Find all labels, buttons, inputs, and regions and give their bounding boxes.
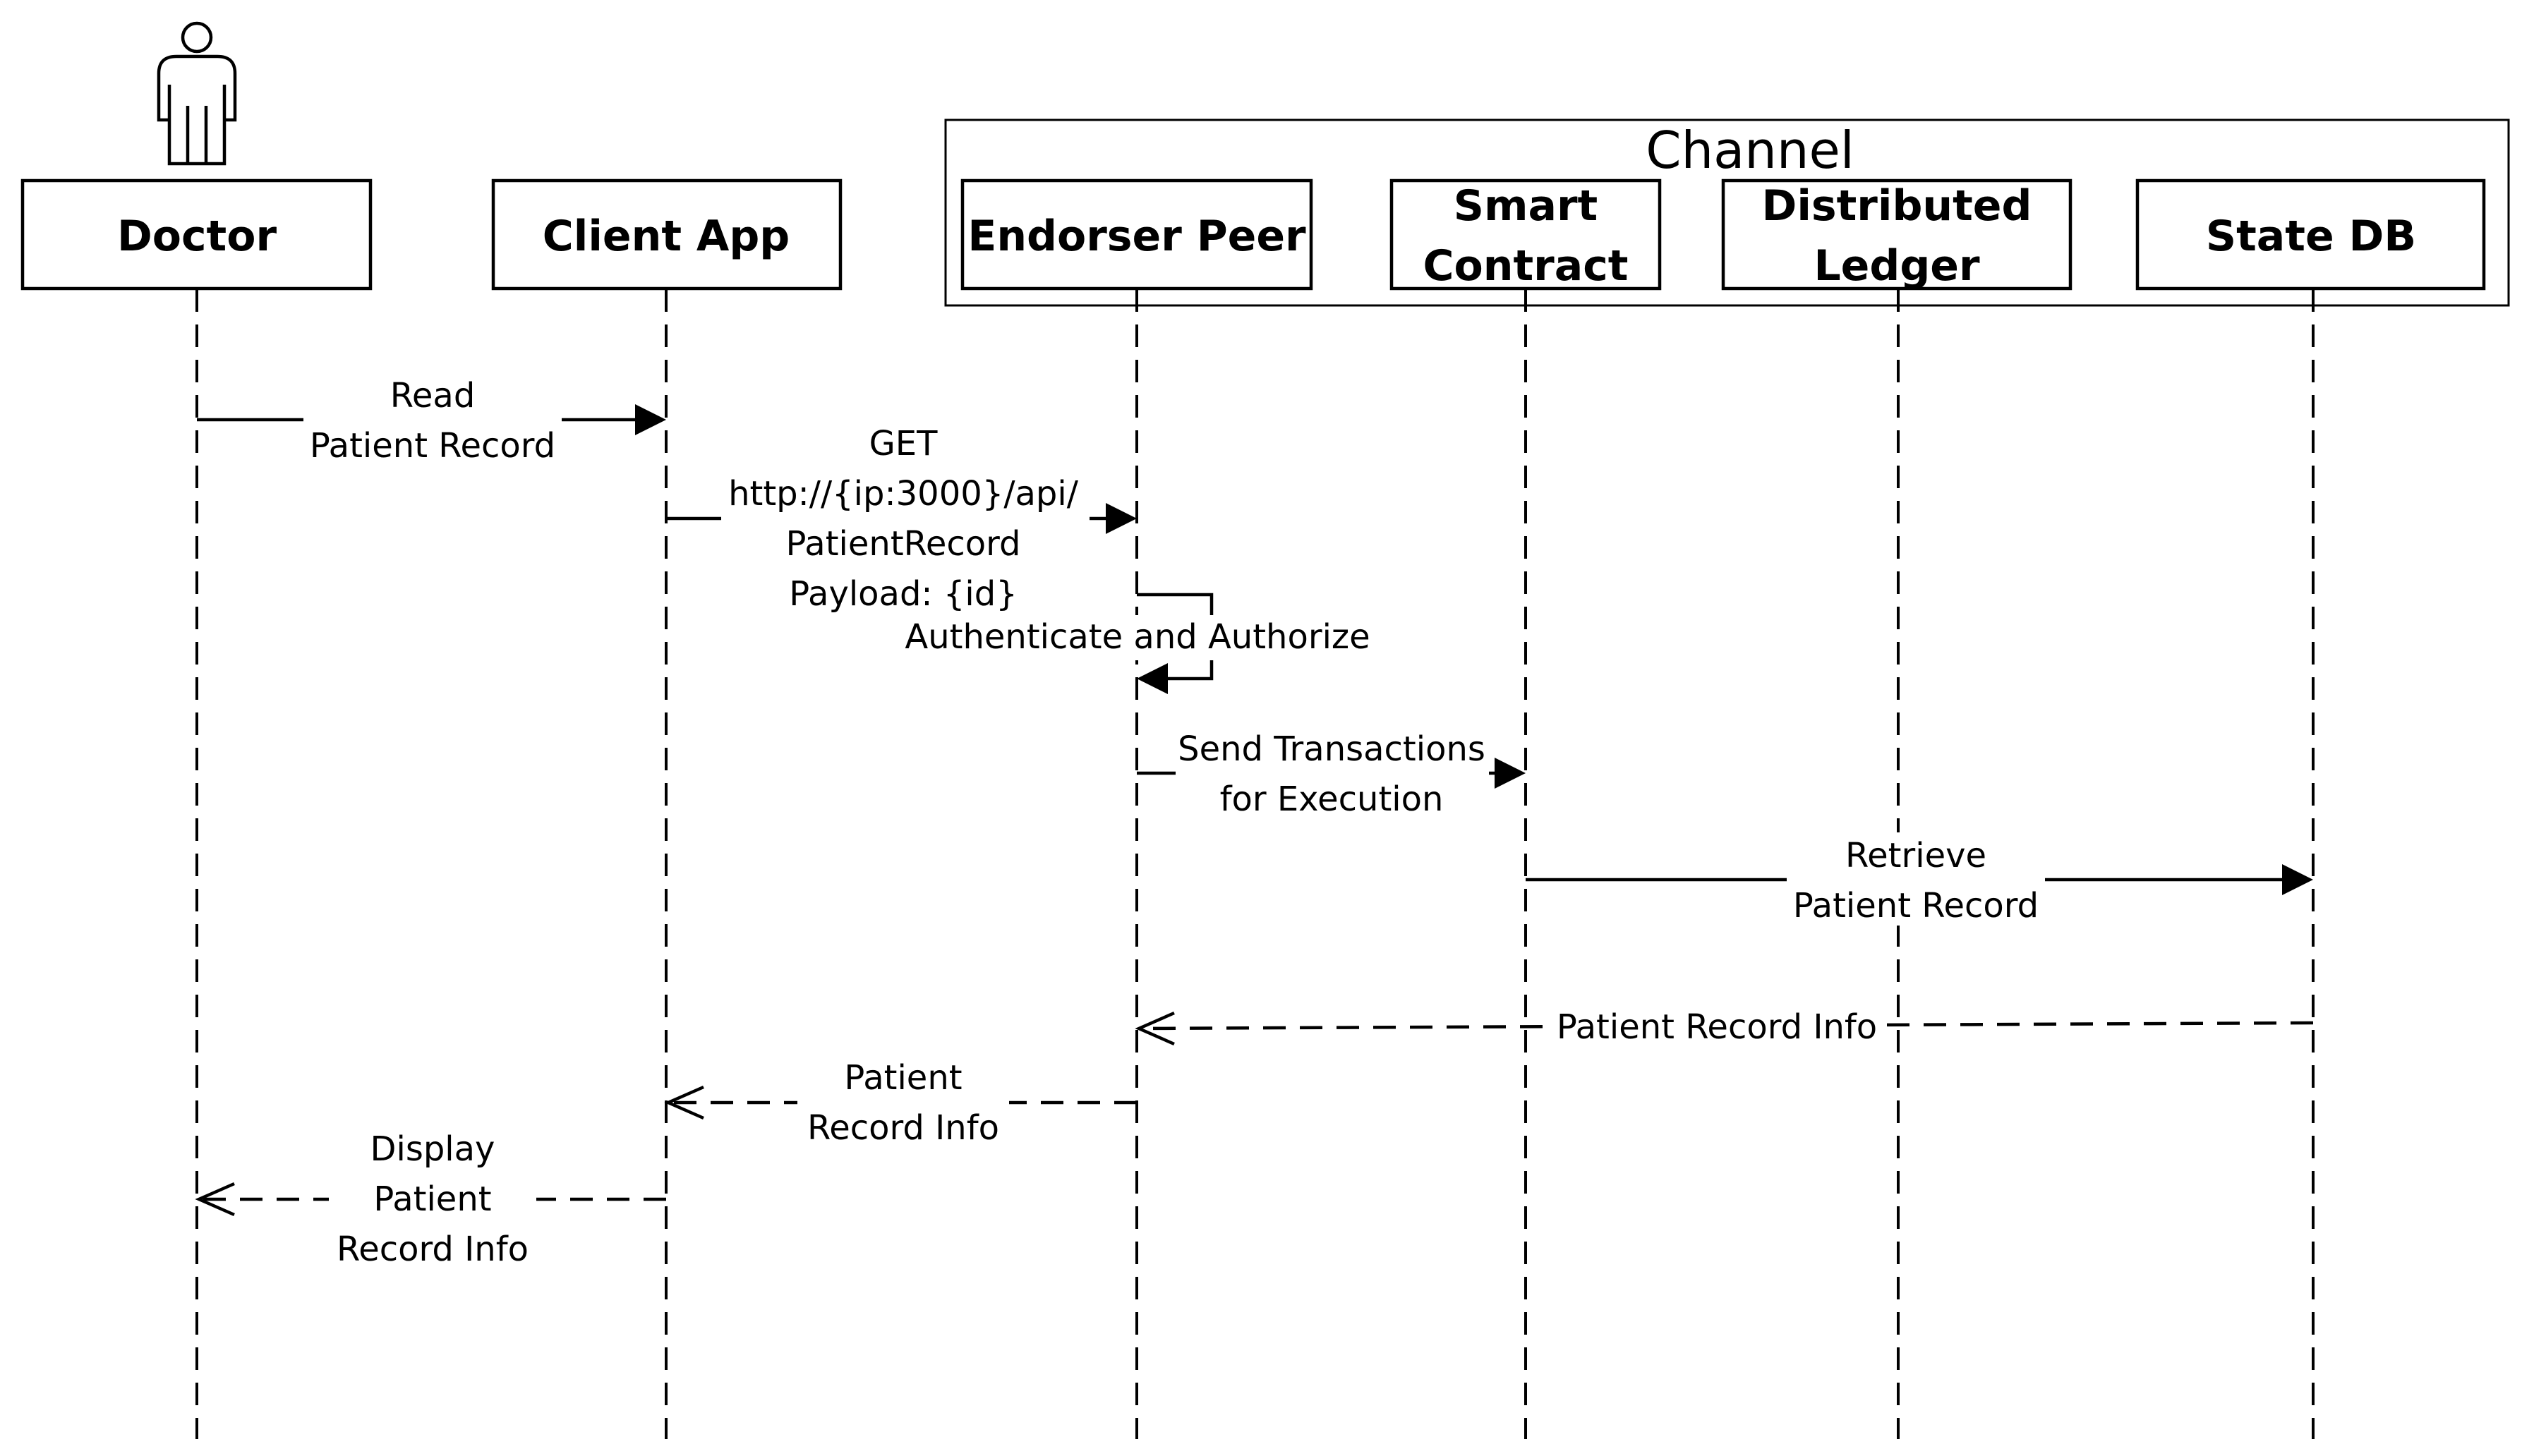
message-retrieve-patient-record: Retrieve Patient Record [1526,832,2313,926]
message-authenticate-authorize-label: Authenticate and Authorize [905,617,1370,657]
message-display-patient-record-info-line1: Display [370,1129,495,1169]
actor-distributed-ledger: Distributed Ledger [1721,178,2072,291]
stick-person-icon [157,21,237,166]
actor-doctor-label: Doctor [117,212,277,261]
message-retrieve-patient-record-line2: Patient Record [1793,886,2039,926]
message-patient-record-info-return: Patient Record Info [1135,1005,2314,1052]
actor-endorser-peer: Endorser Peer [960,178,1313,291]
message-display-patient-record-info-line2: Patient [373,1179,491,1219]
message-get-api-request: GET http://{ip:3000}/api/ PatientRecord … [666,422,1137,617]
message-read-patient-record-line2: Patient Record [310,426,555,466]
message-get-api-request-line3: PatientRecord [786,524,1021,564]
message-send-transactions-line1: Send Transactions [1178,729,1485,769]
message-retrieve-patient-record-line1: Retrieve [1845,836,1986,875]
actor-doctor: Doctor [20,178,373,291]
lifelines [195,289,2315,1439]
message-get-api-request-line4: Payload: {id} [789,574,1018,614]
actor-endorser-peer-label: Endorser Peer [967,212,1306,261]
actor-smart-contract-label-line1: Smart [1454,181,1598,231]
actor-distributed-ledger-label-line2: Ledger [1814,241,1980,291]
message-display-patient-record-info-line3: Record Info [337,1230,529,1269]
message-read-patient-record: Read Patient Record [197,374,666,467]
message-patient-record-info-return-label: Patient Record Info [1557,1007,1877,1047]
channel-label: Channel [1646,121,1854,180]
message-patient-record-info-client-line2: Record Info [807,1108,999,1148]
message-display-patient-record-info: Display Patient Record Info [195,1127,666,1273]
message-get-api-request-line2: http://{ip:3000}/api/ [728,474,1079,514]
actor-state-db-label: State DB [2206,212,2416,261]
message-send-transactions-line2: for Execution [1220,779,1444,819]
message-read-patient-record-line1: Read [390,376,476,415]
message-authenticate-authorize: Authenticate and Authorize [900,593,1375,694]
channel-group-box [944,119,2510,307]
message-get-api-request-line1: GET [869,424,939,463]
message-send-transactions: Send Transactions for Execution [1137,727,1526,821]
actor-smart-contract: Smart Contract [1389,178,1662,291]
message-patient-record-info-client: Patient Record Info [664,1057,1137,1150]
actor-distributed-ledger-label-line1: Distributed [1762,181,2032,231]
message-patient-record-info-client-line1: Patient [844,1058,962,1098]
actor-client-app: Client App [491,178,843,291]
actor-client-app-label: Client App [543,212,790,261]
actor-smart-contract-label-line2: Contract [1423,241,1629,291]
actor-state-db: State DB [2135,178,2486,291]
